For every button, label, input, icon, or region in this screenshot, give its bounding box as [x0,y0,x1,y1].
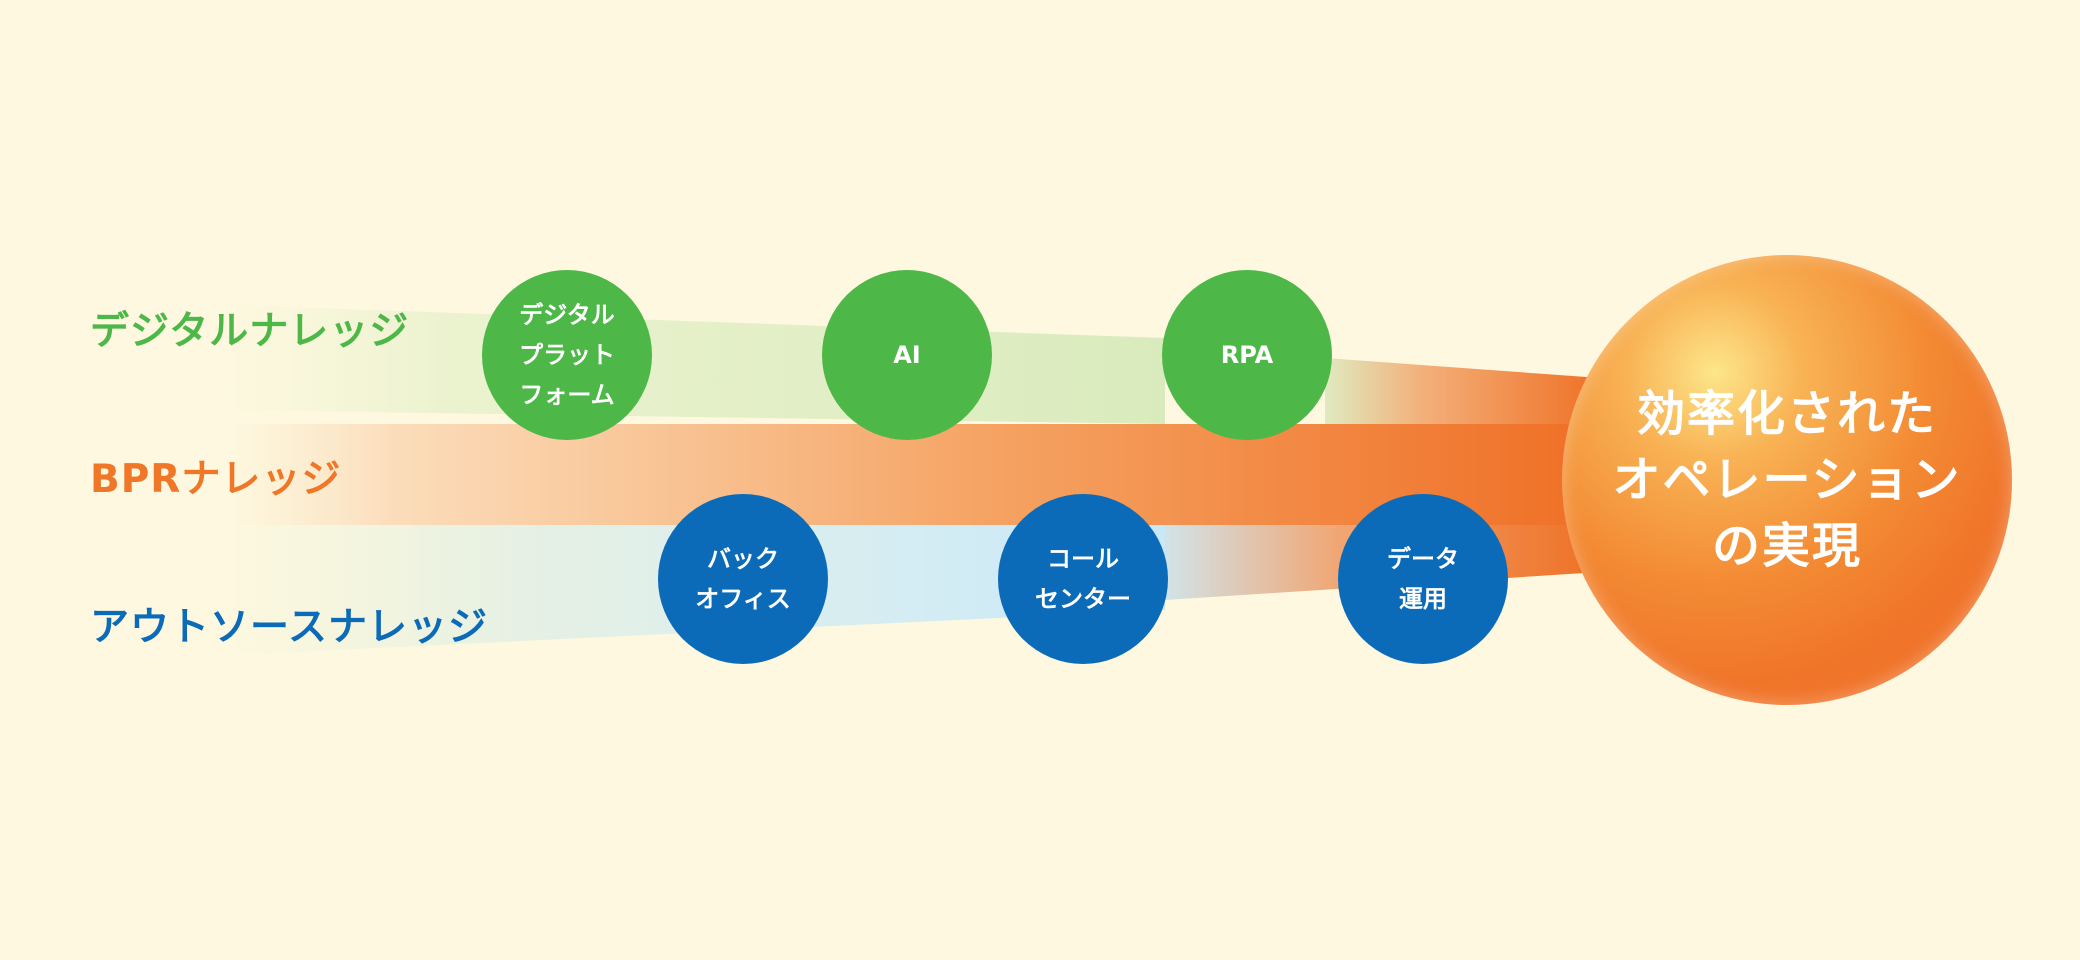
node-back-office: バック オフィス [658,494,828,664]
node-ai: AI [822,270,992,440]
node-rpa: RPA [1162,270,1332,440]
goal-label: 効率化された オペレーション の実現 [1612,386,1962,574]
goal-efficient-operation: 効率化された オペレーション の実現 [1562,255,2012,705]
label-digital-knowledge: デジタルナレッジ [90,309,410,354]
node-back-office-label: バック オフィス [695,545,791,613]
node-rpa-label: RPA [1220,341,1274,369]
node-call-center: コール センター [998,494,1168,664]
label-bpr-knowledge: BPRナレッジ [90,457,342,502]
label-outsource-knowledge: アウトソースナレッジ [90,605,489,650]
node-digital-platform: デジタル プラット フォーム [482,270,652,440]
digital-beam-to-goal [1325,358,1600,424]
node-call-center-label: コール センター [1035,545,1131,613]
node-data-operation-label: データ 運用 [1387,545,1459,613]
node-ai-label: AI [893,341,921,369]
node-data-operation: データ 運用 [1338,494,1508,664]
node-digital-platform-label: デジタル プラット フォーム [519,301,615,409]
